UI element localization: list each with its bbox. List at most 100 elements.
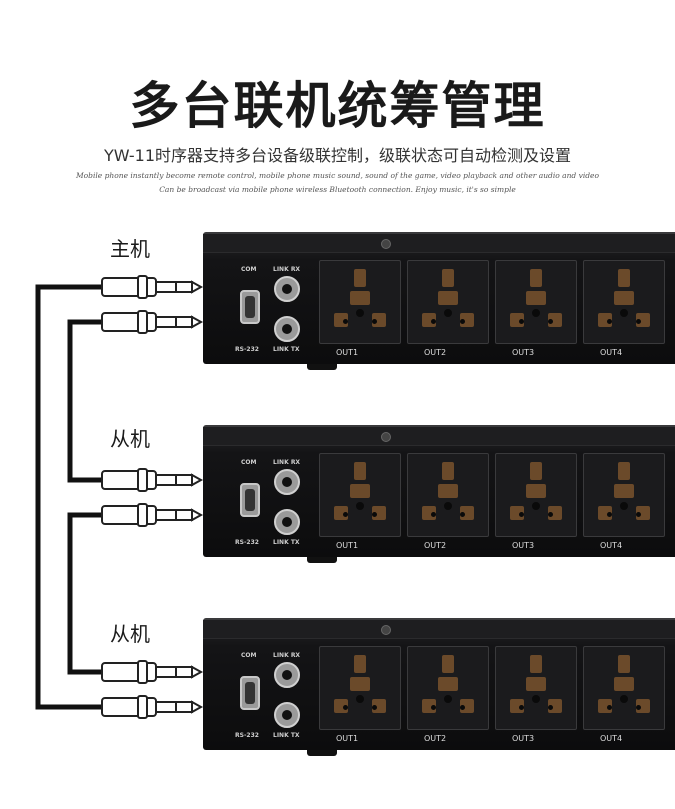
socket-hole: [356, 502, 364, 510]
socket-pin: [354, 269, 366, 287]
socket-pin: [530, 655, 542, 673]
outlet-1: OUT1: [319, 453, 401, 550]
socket-hole: [343, 512, 348, 517]
socket-hole: [444, 502, 452, 510]
outlet-2: OUT2: [407, 646, 489, 743]
socket-hole: [460, 512, 465, 517]
cable-outer: [35, 284, 102, 710]
socket-pin: [350, 484, 370, 498]
outlet-label: OUT4: [600, 734, 623, 743]
outlet-label: OUT3: [512, 348, 535, 357]
socket-pin: [618, 269, 630, 287]
jack-plug: [101, 503, 204, 527]
socket-hole: [607, 319, 612, 324]
rs232-port[interactable]: [240, 483, 260, 517]
socket-hole: [519, 705, 524, 710]
socket-pin: [618, 462, 630, 480]
socket-hole: [356, 695, 364, 703]
english-caption-line1: Mobile phone instantly become remote con…: [75, 171, 600, 180]
outlet-1: OUT1: [319, 260, 401, 357]
plug-group: [101, 275, 204, 719]
unit-top-strip: [203, 234, 675, 253]
outlet-label: OUT3: [512, 734, 535, 743]
socket-pin: [438, 291, 458, 305]
socket-hole: [372, 705, 377, 710]
com-label: COM: [241, 266, 257, 273]
socket-hole: [620, 695, 628, 703]
outlet-4: OUT4: [583, 453, 665, 550]
com-label: COM: [241, 652, 257, 659]
page-title: 多台联机统筹管理: [129, 77, 546, 135]
outlet-4: OUT4: [583, 646, 665, 743]
outlet-3: OUT3: [495, 453, 577, 550]
device-foot: [307, 364, 337, 370]
socket-pin: [350, 291, 370, 305]
outlet-label: OUT4: [600, 348, 623, 357]
jack-plug: [101, 275, 204, 299]
socket-pin: [618, 655, 630, 673]
outlet-label: OUT1: [336, 541, 359, 550]
jack-plug: [101, 310, 204, 334]
socket-pin: [530, 462, 542, 480]
english-caption-line2: Can be broadcast via mobile phone wirele…: [159, 185, 516, 194]
outlet-3: OUT3: [495, 260, 577, 357]
socket-hole: [460, 319, 465, 324]
link-tx-jack[interactable]: [274, 702, 300, 728]
socket-hole: [620, 309, 628, 317]
device-foot: [307, 557, 337, 563]
link-tx-jack[interactable]: [274, 316, 300, 342]
outlet-4: OUT4: [583, 260, 665, 357]
socket-hole: [343, 705, 348, 710]
outlet-label: OUT2: [424, 734, 447, 743]
jack-plug: [101, 468, 204, 492]
outlet-3: OUT3: [495, 646, 577, 743]
socket-hole: [607, 705, 612, 710]
subtitle: YW-11时序器支持多台设备级联控制，级联状态可自动检测及设置: [103, 146, 572, 165]
link-tx-label: LINK TX: [273, 539, 300, 546]
socket-hole: [431, 512, 436, 517]
socket-hole: [460, 705, 465, 710]
outlet-2: OUT2: [407, 453, 489, 550]
jack-plug: [101, 695, 204, 719]
link-tx-jack[interactable]: [274, 509, 300, 535]
socket-hole: [372, 512, 377, 517]
socket-hole: [356, 309, 364, 317]
unit-top-strip: [203, 620, 675, 639]
link-rx-jack[interactable]: [274, 469, 300, 495]
rs232-port[interactable]: [240, 290, 260, 324]
unit-top-strip: [203, 427, 675, 446]
link-rx-jack[interactable]: [274, 276, 300, 302]
socket-pin: [530, 269, 542, 287]
socket-pin: [526, 291, 546, 305]
socket-hole: [343, 319, 348, 324]
link-rx-jack[interactable]: [274, 662, 300, 688]
device-unit-slave-1: COM LINK RX RS-232 LINK TX OUT1 OUT2 OUT…: [203, 425, 675, 563]
socket-pin: [354, 655, 366, 673]
socket-pin: [438, 484, 458, 498]
socket-hole: [532, 502, 540, 510]
com-label: COM: [241, 459, 257, 466]
device-unit-slave-2: COM LINK RX RS-232 LINK TX OUT1 OUT2 OUT…: [203, 618, 675, 756]
rs232-port[interactable]: [240, 676, 260, 710]
socket-hole: [636, 319, 641, 324]
role-label-slave-1: 从机: [110, 427, 150, 451]
cable-master-slave1: [67, 319, 102, 483]
socket-pin: [526, 677, 546, 691]
screw: [381, 239, 391, 249]
socket-hole: [607, 512, 612, 517]
role-label-slave-2: 从机: [110, 622, 150, 646]
outlet-label: OUT1: [336, 348, 359, 357]
socket-pin: [350, 677, 370, 691]
rs232-label: RS-232: [235, 732, 259, 739]
link-rx-label: LINK RX: [273, 266, 301, 273]
socket-hole: [620, 502, 628, 510]
socket-hole: [532, 695, 540, 703]
cable-slave1-slave2: [67, 512, 102, 675]
socket-pin: [614, 677, 634, 691]
link-rx-label: LINK RX: [273, 652, 301, 659]
socket-pin: [442, 269, 454, 287]
socket-hole: [519, 512, 524, 517]
outlet-label: OUT2: [424, 541, 447, 550]
link-tx-label: LINK TX: [273, 732, 300, 739]
